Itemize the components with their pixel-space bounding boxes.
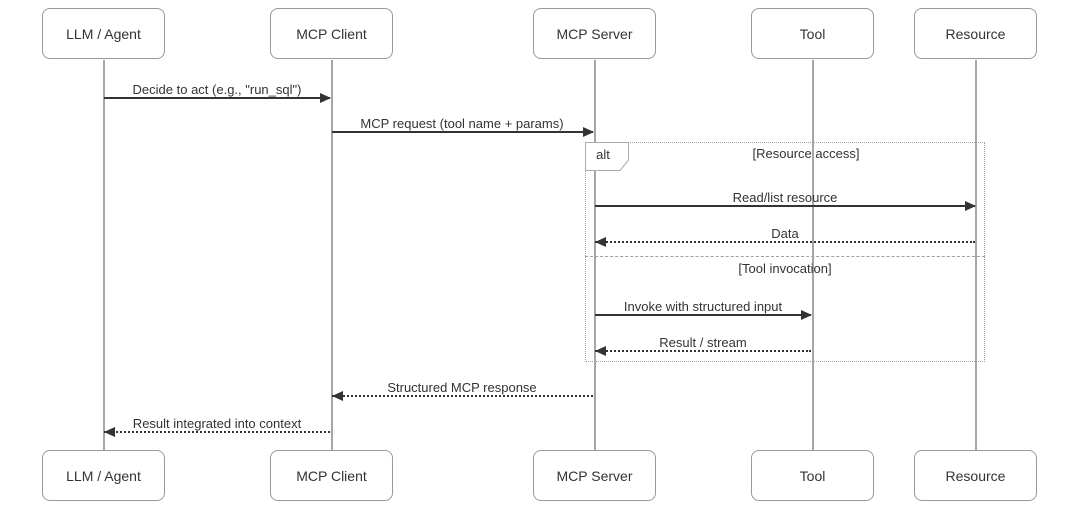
message-label-invoke-structured-input: Invoke with structured input	[623, 299, 783, 314]
participant-label: MCP Server	[556, 467, 633, 484]
arrow-line	[104, 97, 330, 99]
participant-label: LLM / Agent	[66, 25, 141, 42]
lifeline-llm-agent	[103, 60, 105, 451]
arrow-head-icon	[104, 427, 115, 437]
participant-resource-top: Resource	[914, 8, 1037, 59]
arrow-line	[332, 131, 593, 133]
message-label-result-stream: Result / stream	[659, 335, 747, 350]
arrow-line	[595, 314, 811, 316]
message-arrow-data	[595, 236, 976, 248]
participant-tool-top: Tool	[751, 8, 874, 59]
participant-mcp-client-top: MCP Client	[270, 8, 393, 59]
arrow-head-icon	[965, 201, 976, 211]
participant-label: LLM / Agent	[66, 467, 141, 484]
message-arrow-read-list-resource	[595, 200, 976, 212]
arrow-line	[595, 350, 811, 352]
alt-frame-divider	[585, 256, 985, 257]
message-label-read-list-resource: Read/list resource	[732, 190, 838, 205]
lifeline-mcp-server	[594, 60, 596, 451]
arrow-line	[332, 395, 593, 397]
participant-mcp-server-top: MCP Server	[533, 8, 656, 59]
alt-condition-tool-invocation: [Tool invocation]	[738, 261, 832, 276]
alt-tag-shape	[585, 142, 629, 171]
alt-operator-tag: alt	[585, 142, 629, 171]
message-label-structured-mcp-response: Structured MCP response	[387, 380, 537, 395]
participant-llm-agent-bottom: LLM / Agent	[42, 450, 165, 501]
message-label-decide-to-act: Decide to act (e.g., "run_sql")	[132, 82, 302, 97]
arrow-line	[595, 205, 975, 207]
participant-label: Resource	[945, 25, 1006, 42]
lifeline-tool	[812, 60, 814, 451]
participant-label: Tool	[799, 25, 826, 42]
message-arrow-structured-mcp-response	[332, 390, 594, 402]
lifeline-mcp-client	[331, 60, 333, 451]
arrow-head-icon	[801, 310, 812, 320]
alt-operator-label: alt	[596, 147, 610, 162]
arrow-line	[595, 241, 975, 243]
participant-label: MCP Client	[296, 25, 367, 42]
arrow-head-icon	[320, 93, 331, 103]
participant-label: Resource	[945, 467, 1006, 484]
participant-resource-bottom: Resource	[914, 450, 1037, 501]
message-arrow-decide-to-act	[104, 92, 331, 104]
message-arrow-invoke-structured-input	[595, 309, 812, 321]
alt-frame	[585, 142, 985, 362]
message-label-data: Data	[771, 226, 799, 241]
message-arrow-mcp-request	[332, 126, 594, 138]
alt-condition-resource-access: [Resource access]	[752, 146, 860, 161]
participant-llm-agent-top: LLM / Agent	[42, 8, 165, 59]
arrow-head-icon	[583, 127, 594, 137]
arrow-head-icon	[595, 346, 606, 356]
message-arrow-result-stream	[595, 345, 812, 357]
participant-mcp-client-bottom: MCP Client	[270, 450, 393, 501]
message-arrow-result-integrated	[104, 426, 331, 438]
participant-label: MCP Client	[296, 467, 367, 484]
arrow-head-icon	[595, 237, 606, 247]
lifeline-resource	[975, 60, 977, 451]
arrow-line	[104, 431, 330, 433]
participant-mcp-server-bottom: MCP Server	[533, 450, 656, 501]
participant-tool-bottom: Tool	[751, 450, 874, 501]
participant-label: Tool	[799, 467, 826, 484]
message-label-result-integrated: Result integrated into context	[132, 416, 302, 431]
participant-label: MCP Server	[556, 25, 633, 42]
arrow-head-icon	[332, 391, 343, 401]
message-label-mcp-request: MCP request (tool name + params)	[360, 116, 564, 131]
